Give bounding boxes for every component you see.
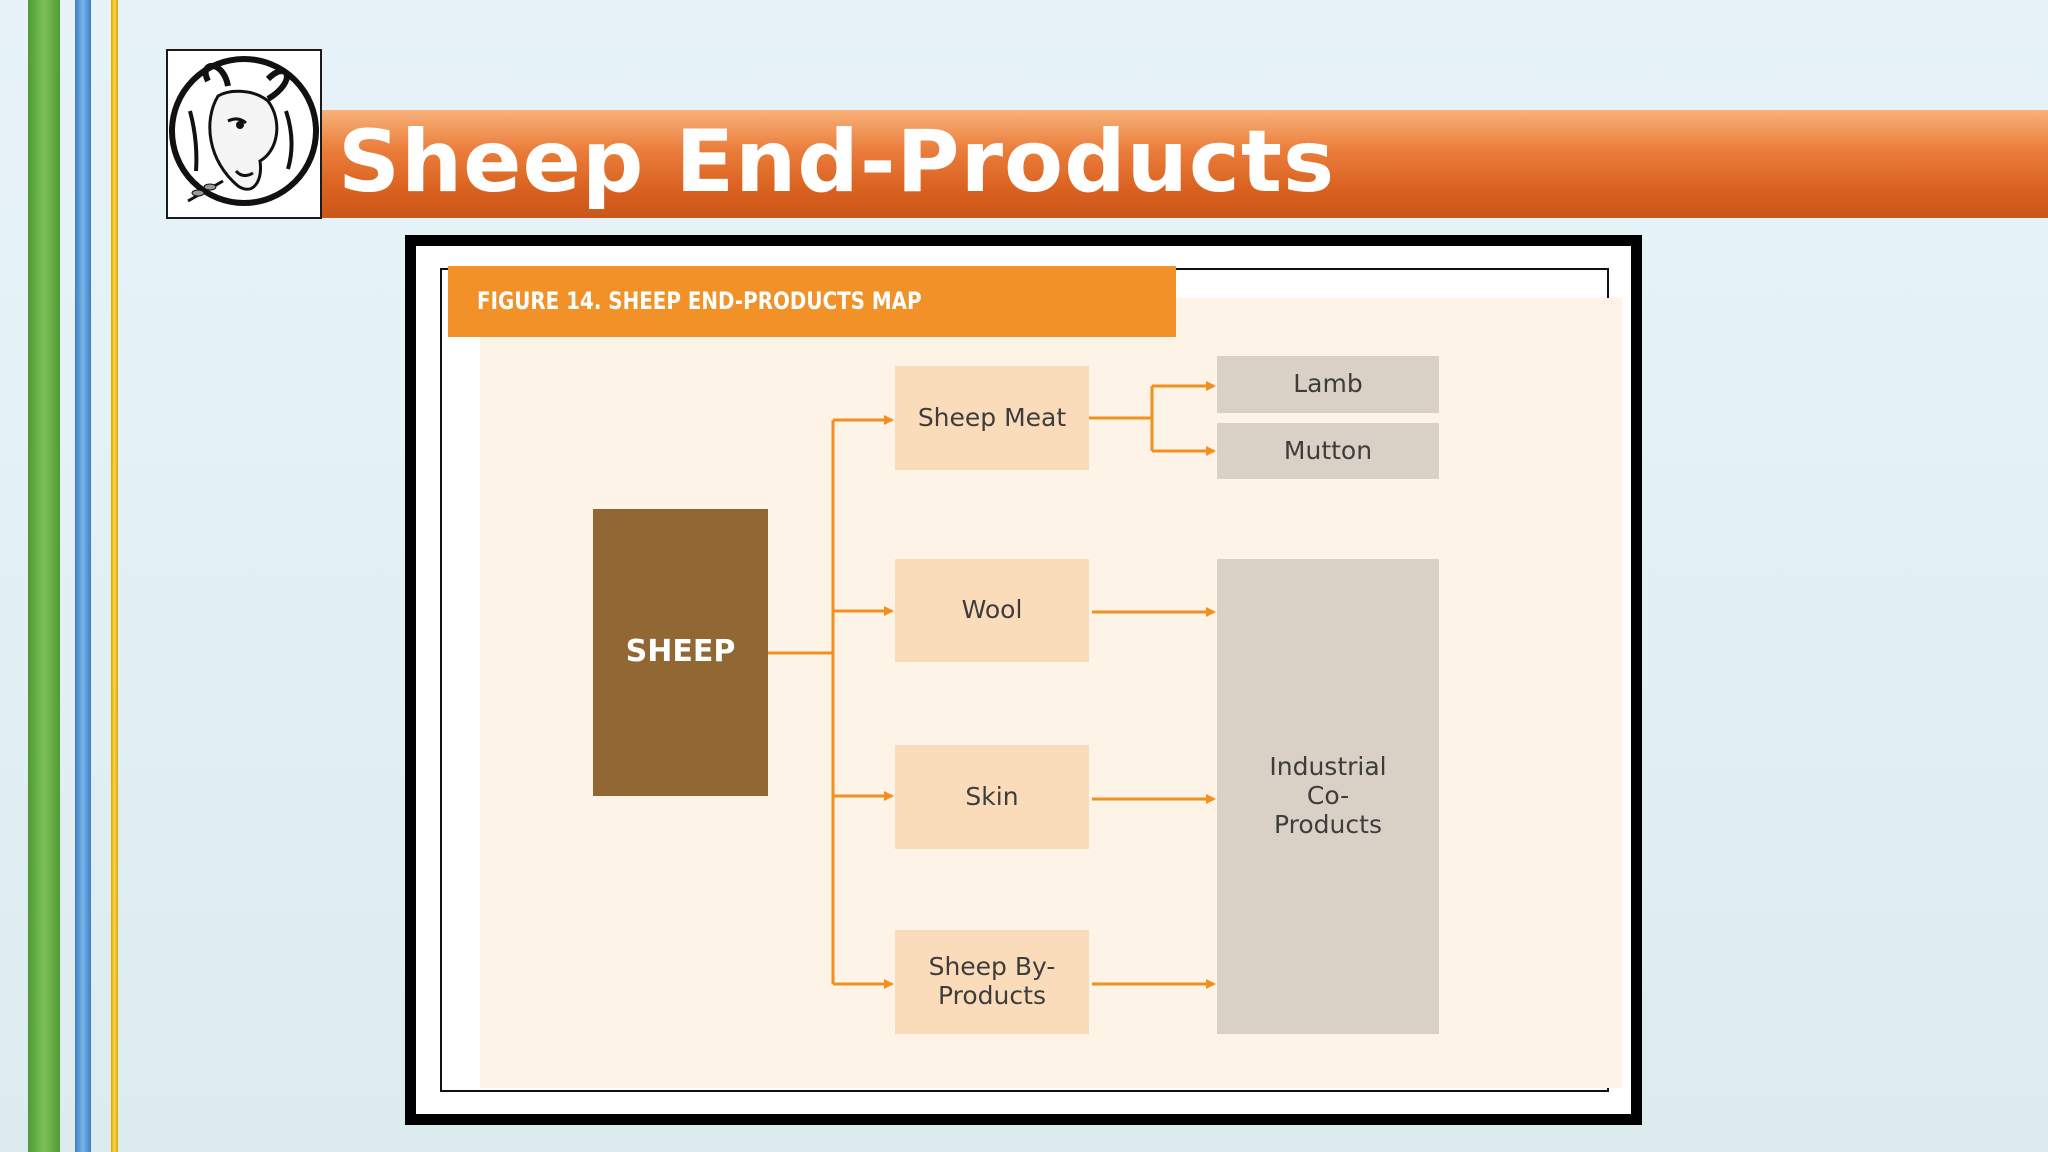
slide-title: Sheep End-Products xyxy=(338,112,1336,212)
node-lamb: Lamb xyxy=(1217,356,1439,413)
yellow-accent-stripe xyxy=(111,0,118,1152)
figure-caption-bar xyxy=(448,266,1176,337)
node-sheep-meat: Sheep Meat xyxy=(895,366,1089,470)
green-accent-stripe xyxy=(28,0,60,1152)
figure-caption: FIGURE 14. SHEEP END-PRODUCTS MAP xyxy=(477,287,922,315)
goat-logo-icon xyxy=(166,49,322,219)
node-sheep: SHEEP xyxy=(593,509,768,796)
node-wool: Wool xyxy=(895,559,1089,662)
node-skin: Skin xyxy=(895,745,1089,849)
title-band xyxy=(322,110,2048,218)
node-mutton: Mutton xyxy=(1217,423,1439,479)
node-industrial-co-products: Industrial Co-Products xyxy=(1217,559,1439,1034)
node-sheep-by-products: Sheep By-Products xyxy=(895,930,1089,1034)
blue-accent-stripe xyxy=(75,0,91,1152)
